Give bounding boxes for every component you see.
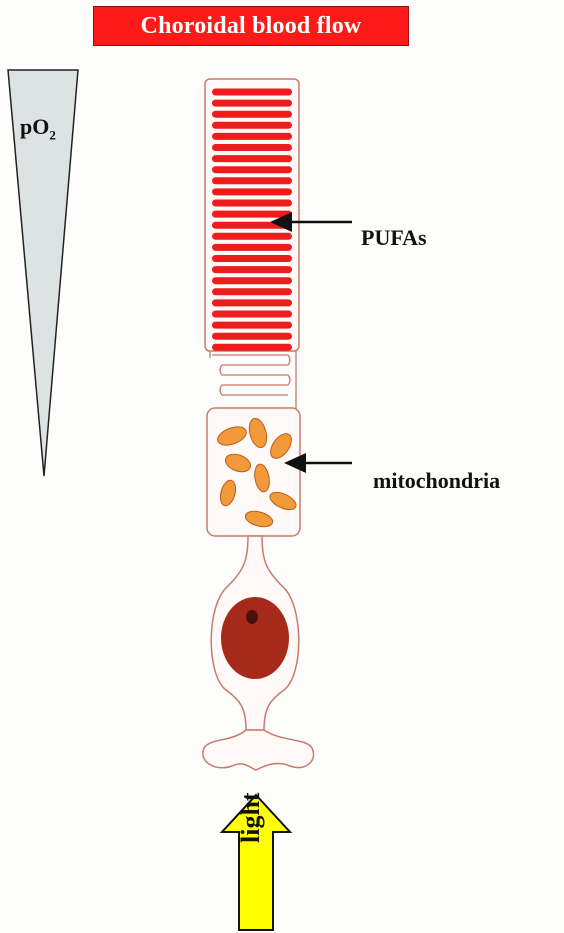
disc <box>212 277 292 284</box>
mitochondria-label: mitochondria <box>373 468 500 494</box>
disc <box>212 144 292 151</box>
nucleus <box>221 597 289 679</box>
disc <box>212 155 292 162</box>
disc <box>212 111 292 118</box>
po2-label: pO2 <box>20 114 56 143</box>
synaptic-terminal <box>203 730 314 770</box>
disc <box>212 122 292 129</box>
disc <box>212 311 292 318</box>
pufas-label: PUFAs <box>361 225 427 251</box>
disc <box>212 333 292 340</box>
disc <box>212 255 292 262</box>
disc <box>212 233 292 240</box>
disc <box>212 211 292 218</box>
disc <box>212 166 292 173</box>
disc <box>212 133 292 140</box>
nucleolus <box>246 610 258 624</box>
disc <box>212 322 292 329</box>
disc <box>212 177 292 184</box>
disc <box>212 266 292 273</box>
disc <box>212 188 292 195</box>
disc <box>212 244 292 251</box>
disc <box>212 100 292 107</box>
basal-disc-folds <box>210 351 296 410</box>
light-label: light <box>236 792 266 843</box>
disc <box>212 344 292 351</box>
disc <box>212 89 292 96</box>
disc <box>212 299 292 306</box>
disc <box>212 288 292 295</box>
disc <box>212 200 292 207</box>
